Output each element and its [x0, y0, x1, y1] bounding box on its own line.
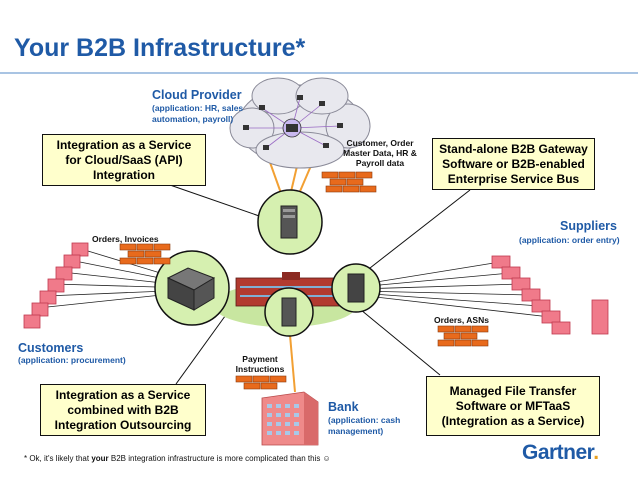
message-bricks-customers: [119, 243, 171, 265]
cloud-provider-subtitle-2: automation, payroll): [152, 114, 234, 124]
suppliers-subtitle: (application: order entry): [519, 235, 620, 245]
hub-customer-server: [154, 250, 230, 326]
bank-subtitle-2: management): [328, 426, 384, 436]
callout-ipaas-cloud-line-1: Integration as a Service: [56, 137, 192, 152]
bank-flow-line-1: Payment: [242, 354, 278, 364]
callout-ipaas-cloud: Integration as a Service for Cloud/SaaS …: [42, 134, 206, 186]
message-bricks-suppliers: [437, 325, 489, 347]
cloud-data-line-2: Master Data, HR &: [343, 148, 417, 158]
footnote-post: B2B integration infrastructure is more c…: [108, 454, 331, 463]
customers-title: Customers: [18, 341, 84, 355]
supplier-connector-lines: [357, 261, 551, 318]
callout-ipaas-outsourcing-line-1: Integration as a Service: [55, 387, 191, 402]
suppliers-flow-label: Orders, ASNs: [434, 315, 489, 325]
bank-subtitle-1: (application: cash: [328, 415, 401, 425]
callout-ipaas-outsourcing: Integration as a Service combined with B…: [40, 384, 206, 436]
bank-link: [289, 334, 296, 393]
bank-flow-line-2: Instructions: [235, 364, 285, 374]
callout-ipaas-cloud-line-3: Integration: [93, 167, 155, 182]
message-bricks-cloud: [321, 171, 377, 193]
supplier-buildings: [491, 255, 609, 335]
bank-flow-label: Payment Instructions: [228, 354, 292, 374]
callout-b2b-gateway: Stand-alone B2B Gateway Software or B2B-…: [432, 138, 595, 190]
callout-lines: [169, 184, 471, 385]
title-divider: [0, 72, 638, 74]
callout-b2b-gateway-line-3: Enterprise Service Bus: [447, 171, 580, 186]
suppliers-title: Suppliers: [560, 219, 617, 233]
callout-ipaas-cloud-line-2: for Cloud/SaaS (API): [65, 152, 183, 167]
callout-b2b-gateway-line-2: Software or B2B-enabled: [442, 156, 585, 171]
callout-mft-line-3: (Integration as a Service): [441, 413, 585, 428]
gartner-logo-dot: .: [593, 441, 599, 464]
footnote-emphasis: your: [91, 454, 109, 463]
cloud-data-line-3: Payroll data: [355, 158, 405, 168]
callout-mft-line-1: Managed File Transfer: [449, 383, 577, 398]
gartner-logo-text: Gartner: [522, 441, 594, 464]
callout-ipaas-outsourcing-line-2: combined with B2B: [67, 402, 179, 417]
hub-bank-server: [264, 287, 314, 337]
callout-mft: Managed File Transfer Software or MFTaaS…: [426, 376, 600, 436]
gartner-logo: Gartner.: [522, 441, 599, 465]
page-title: Your B2B Infrastructure*: [14, 34, 306, 62]
footnote: * Ok, it's likely that your B2B integrat…: [24, 454, 331, 463]
customer-buildings: [23, 242, 89, 329]
customers-flow-label: Orders, Invoices: [92, 234, 159, 244]
bank-title: Bank: [328, 400, 359, 414]
message-bricks-bank: [235, 375, 287, 390]
footnote-pre: * Ok, it's likely that: [24, 454, 92, 463]
callout-b2b-gateway-line-1: Stand-alone B2B Gateway: [439, 141, 588, 156]
callout-mft-line-2: Software or MFTaaS: [455, 398, 571, 413]
cloud-provider-title: Cloud Provider: [152, 88, 242, 102]
callout-ipaas-outsourcing-line-3: Integration Outsourcing: [54, 417, 192, 432]
cloud-data-line-1: Customer, Order: [346, 138, 414, 148]
cloud-network-icon: [243, 95, 343, 150]
cloud-data-label: Customer, Order Master Data, HR & Payrol…: [330, 138, 430, 168]
hub-supplier-server: [331, 263, 381, 313]
hub-cloud-gateway: [257, 189, 323, 255]
bank-building: [261, 391, 319, 446]
customers-subtitle: (application: procurement): [18, 355, 126, 365]
cloud-provider-subtitle-1: (application: HR, sales: [152, 103, 244, 113]
